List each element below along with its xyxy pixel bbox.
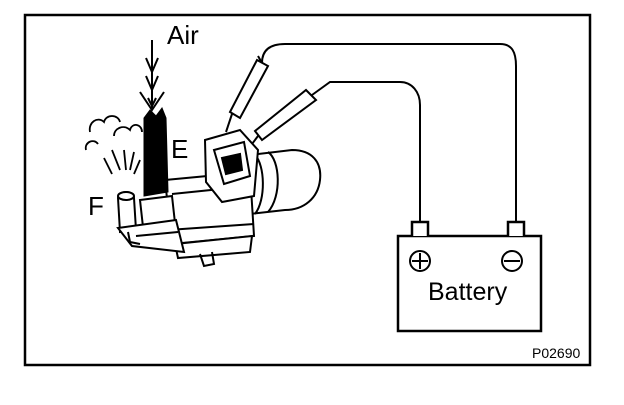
wire-positive	[311, 81, 421, 205]
wire-negative	[261, 43, 517, 205]
test-probe-1	[225, 55, 270, 133]
port-e-label: E	[171, 134, 188, 164]
plus-circle-icon	[409, 250, 431, 272]
air-inlet-port-e	[143, 106, 169, 197]
air-arrow-icon	[139, 40, 165, 112]
air-label: Air	[167, 20, 199, 50]
port-f-label: F	[88, 191, 104, 221]
vsv-valve	[116, 128, 322, 268]
battery-label: Battery	[428, 278, 508, 306]
figure-reference-code: P02690	[532, 345, 580, 361]
minus-circle-icon	[501, 250, 523, 272]
figure-frame	[23, 13, 592, 367]
test-probe-2	[245, 88, 318, 153]
air-escape-puffs	[84, 115, 143, 175]
